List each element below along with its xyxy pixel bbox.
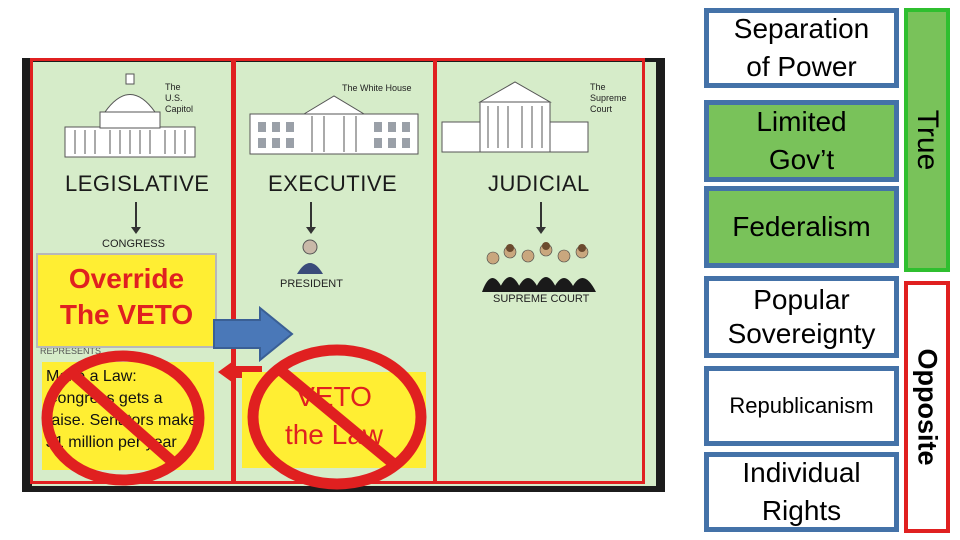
capitol-caption: The U.S. Capitol [165, 82, 194, 114]
judicial-column-frame [433, 58, 645, 484]
principle-individual-rights: Individual Rights [704, 452, 899, 532]
white-house-caption: The White House [342, 83, 412, 93]
supreme-court-label: SUPREME COURT [493, 293, 590, 305]
principle-limited-govt: Limited Gov’t [704, 100, 899, 182]
white-house-icon [249, 95, 419, 155]
override-veto-label: Override The VETO [59, 263, 194, 330]
represents-label: REPRESENTS [40, 346, 102, 356]
principle-separation-of-power: Separation of Power [704, 8, 899, 88]
legislative-arrow-icon [131, 202, 141, 234]
executive-arrow-icon [306, 202, 316, 234]
capitol-building-icon [64, 73, 196, 158]
congress-label: CONGRESS [102, 238, 165, 250]
supreme-court-caption: The Supreme Court [590, 82, 627, 114]
principle-republicanism: Republicanism [704, 366, 899, 446]
supreme-court-justices-icon [482, 242, 596, 292]
true-side-label-box: True [904, 8, 950, 272]
blue-arrow-right-icon [213, 306, 294, 362]
judicial-title: JUDICIAL [488, 171, 590, 196]
president-label: PRESIDENT [280, 278, 343, 290]
supreme-court-building-icon [441, 81, 589, 153]
true-label: True [911, 109, 944, 171]
principle-federalism: Federalism [704, 186, 899, 268]
opposite-side-label-box: Opposite [904, 281, 950, 533]
override-veto-box: Override The VETO [36, 253, 217, 348]
legislative-title: LEGISLATIVE [65, 171, 210, 196]
no-symbol-icon [247, 344, 427, 490]
judicial-arrow-icon [536, 202, 546, 234]
red-arrow-left-icon [218, 359, 262, 385]
principle-popular-sovereignty: Popular Sovereignty [704, 276, 899, 358]
president-figure-icon [297, 239, 323, 274]
no-symbol-icon [41, 350, 205, 486]
opposite-label: Opposite [912, 348, 943, 466]
executive-title: EXECUTIVE [268, 171, 398, 196]
